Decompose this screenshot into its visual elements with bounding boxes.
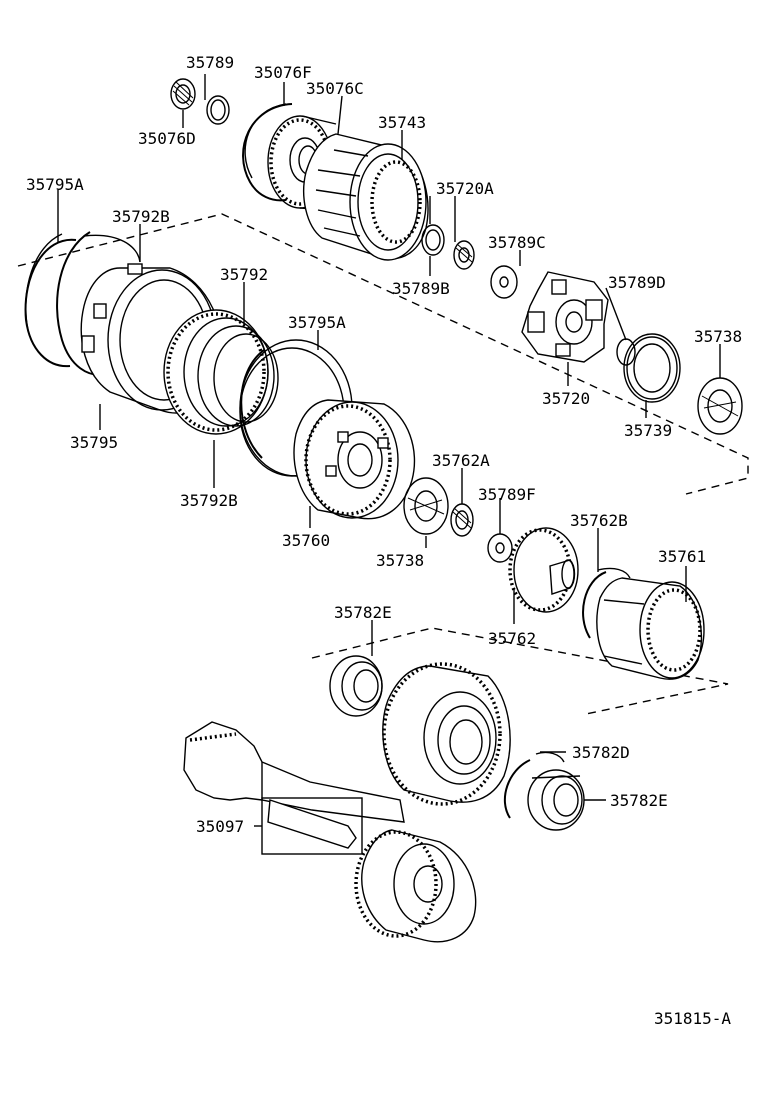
label-35720[interactable]: 35720 [542,389,590,408]
washer-35789F [487,533,513,563]
bearing-35076D [170,78,196,110]
label-35792[interactable]: 35792 [220,265,268,284]
label-35720A[interactable]: 35720A [436,179,494,198]
clutch-pack-35792 [163,309,279,435]
counter-drive-gear [382,662,511,806]
sun-gear-35762 [508,527,579,613]
snap-ring-35076F [242,103,293,202]
label-35097[interactable]: 35097 [196,817,244,836]
leader-lines [57,74,721,827]
label-35739[interactable]: 35739 [624,421,672,440]
label-35761[interactable]: 35761 [658,547,706,566]
label-35738-right[interactable]: 35738 [694,327,742,346]
ring-35792B-upper [56,231,141,376]
part-labels: 35789 35076F 35076C 35076D 35743 35720A … [26,53,742,836]
thrust-plate-35739 [623,333,681,403]
label-35782E-upper[interactable]: 35782E [334,603,392,622]
bearing-35782E-right [527,769,585,831]
snap-ring-35795A [24,233,77,368]
label-35789B[interactable]: 35789B [392,279,450,298]
label-35795[interactable]: 35795 [70,433,118,452]
snap-ring-35762B [582,567,631,639]
thrust-washer-35738-middle [403,477,449,535]
label-35795A-middle[interactable]: 35795A [288,313,346,332]
label-35760[interactable]: 35760 [282,531,330,550]
drum-35743 [303,133,429,261]
driven-gear [354,829,477,943]
label-35789F[interactable]: 35789F [478,485,536,504]
ring-gear-35761 [596,577,705,680]
label-35795A-upper[interactable]: 35795A [26,175,84,194]
label-35076D[interactable]: 35076D [138,129,196,148]
washer-35789C [490,265,518,299]
label-35792B-upper[interactable]: 35792B [112,207,170,226]
label-35762A[interactable]: 35762A [432,451,490,470]
snap-ring-35782D [503,751,565,819]
washer-35789B [421,224,445,256]
label-35789[interactable]: 35789 [186,53,234,72]
label-35738-middle[interactable]: 35738 [376,551,424,570]
label-35792B-lower[interactable]: 35792B [180,491,238,510]
bearing-35782E-left [329,655,383,717]
label-35743[interactable]: 35743 [378,113,426,132]
label-35782E-lower[interactable]: 35782E [610,791,668,810]
label-35782D[interactable]: 35782D [572,743,630,762]
bearing-35762A [450,503,474,537]
label-35762B[interactable]: 35762B [570,511,628,530]
figure-code: 351815-A [654,1009,731,1028]
label-35076F[interactable]: 35076F [254,63,312,82]
label-35789C[interactable]: 35789C [488,233,546,252]
label-35789D[interactable]: 35789D [608,273,666,292]
clutch-drum-35760 [293,399,416,520]
thrust-washer-35738-right [697,377,743,435]
planetary-carrier-35720 [521,271,609,363]
upper-group-dashed-outline [17,213,749,495]
label-35762[interactable]: 35762 [488,629,536,648]
washer-35789 [206,95,230,125]
bearing-35720A [453,240,475,270]
label-35076C[interactable]: 35076C [306,79,364,98]
